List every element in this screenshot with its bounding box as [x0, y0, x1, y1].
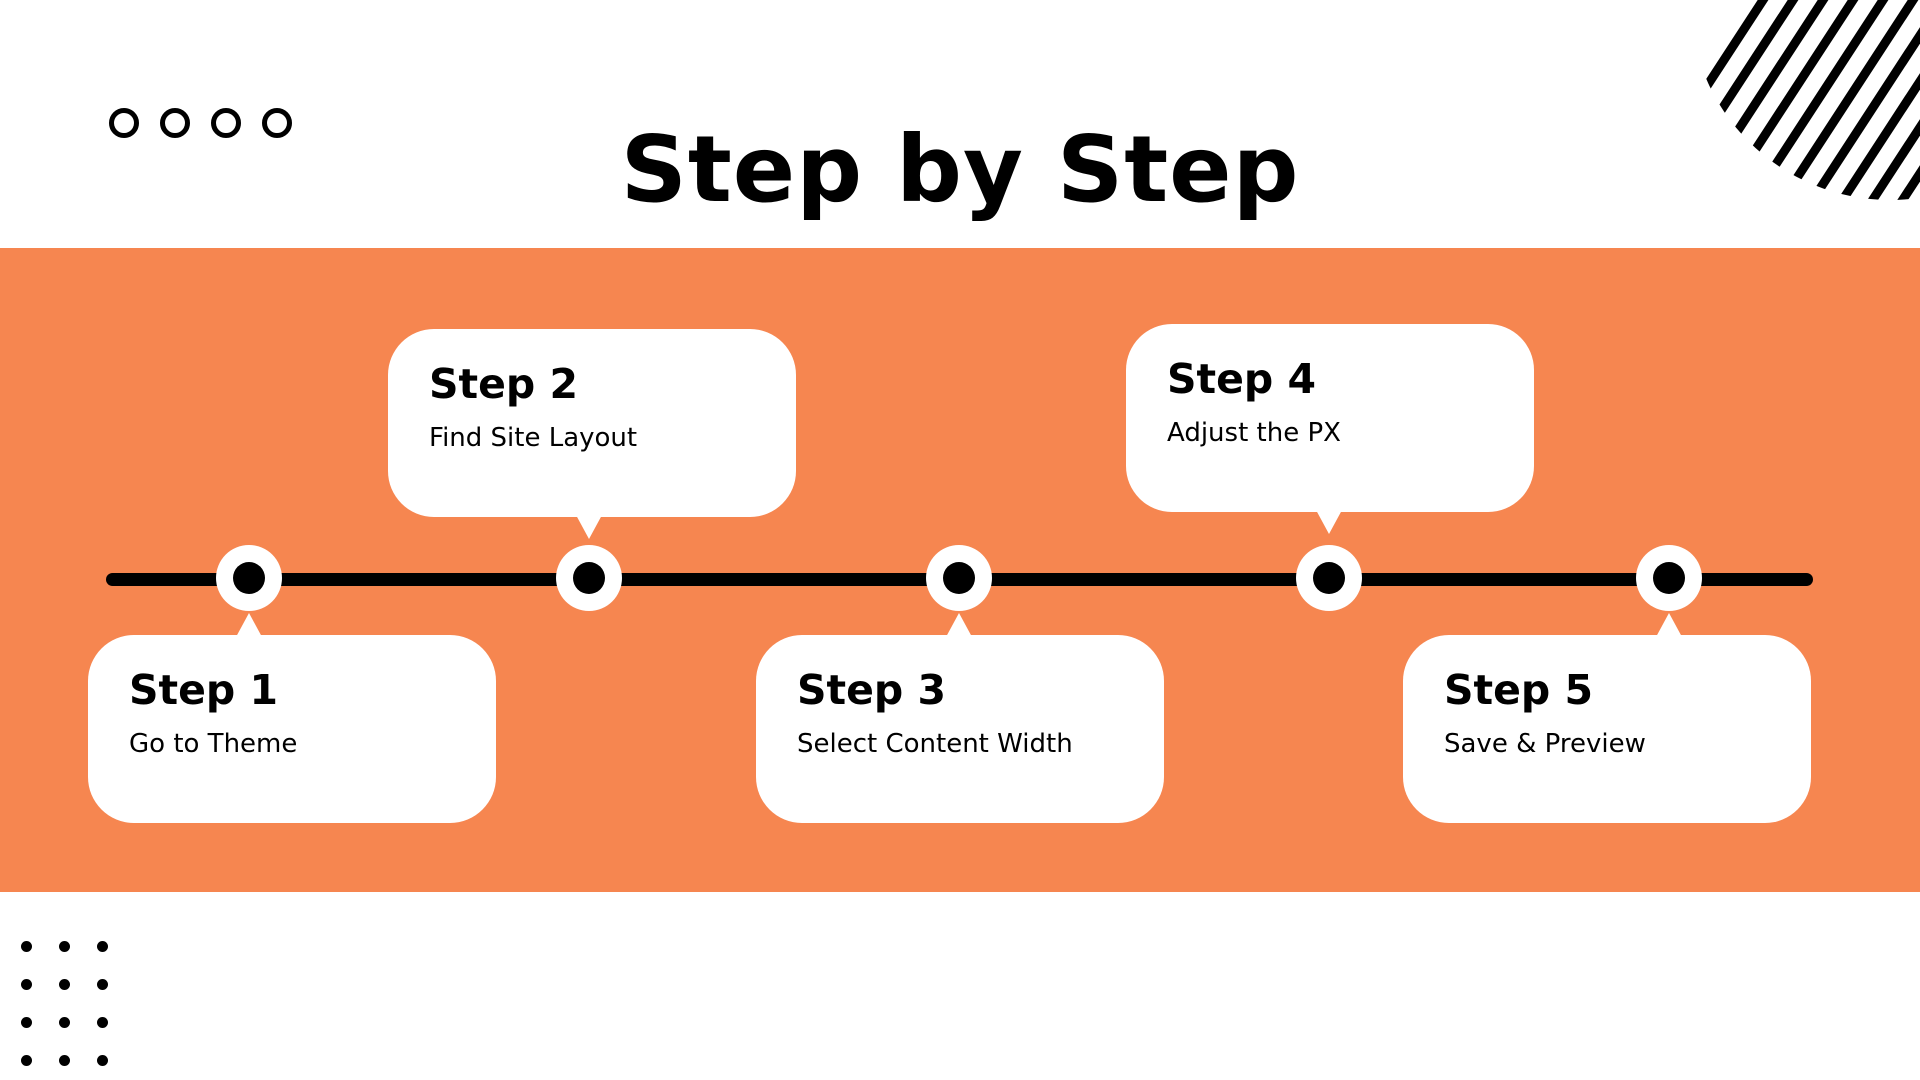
step-3-node [926, 545, 992, 611]
step-4-card: Step 4 Adjust the PX [1126, 324, 1534, 512]
step-5-node [1636, 545, 1702, 611]
grid-dot [21, 941, 32, 952]
node-dot [573, 562, 605, 594]
grid-dot [97, 1055, 108, 1066]
node-dot [1653, 562, 1685, 594]
step-5-description: Save & Preview [1444, 729, 1646, 759]
ring-row-icon [109, 108, 292, 138]
grid-dot [21, 979, 32, 990]
grid-dot [59, 979, 70, 990]
node-dot [233, 562, 265, 594]
step-5-label: Step 5 [1444, 666, 1594, 714]
ring-icon [109, 108, 139, 138]
step-1-card: Step 1 Go to Theme [88, 635, 496, 823]
grid-dot [59, 1055, 70, 1066]
grid-dot [21, 1055, 32, 1066]
step-4-description: Adjust the PX [1167, 418, 1341, 448]
step-1-label: Step 1 [129, 666, 279, 714]
step-5-card: Step 5 Save & Preview [1403, 635, 1811, 823]
page-title: Step by Step [620, 116, 1300, 223]
grid-dot [97, 941, 108, 952]
step-4-label: Step 4 [1167, 355, 1317, 403]
ring-icon [262, 108, 292, 138]
step-4-pointer [1316, 510, 1342, 534]
step-2-node [556, 545, 622, 611]
node-dot [1313, 562, 1345, 594]
step-1-description: Go to Theme [129, 729, 298, 759]
diagonal-stripes-icon [1690, 0, 1920, 200]
step-3-card: Step 3 Select Content Width [756, 635, 1164, 823]
step-2-description: Find Site Layout [429, 423, 638, 453]
step-4-node [1296, 545, 1362, 611]
grid-dot [97, 1017, 108, 1028]
step-1-pointer [236, 613, 262, 637]
step-2-pointer [576, 515, 602, 539]
step-3-label: Step 3 [797, 666, 947, 714]
step-2-label: Step 2 [429, 360, 579, 408]
node-dot [943, 562, 975, 594]
step-3-description: Select Content Width [797, 729, 1073, 759]
step-3-pointer [946, 613, 972, 637]
grid-dot [97, 979, 108, 990]
grid-dot [21, 1017, 32, 1028]
ring-icon [211, 108, 241, 138]
ring-icon [160, 108, 190, 138]
step-1-node [216, 545, 282, 611]
step-5-pointer [1656, 613, 1682, 637]
dot-grid-icon [21, 941, 108, 1066]
grid-dot [59, 1017, 70, 1028]
grid-dot [59, 941, 70, 952]
step-2-card: Step 2 Find Site Layout [388, 329, 796, 517]
